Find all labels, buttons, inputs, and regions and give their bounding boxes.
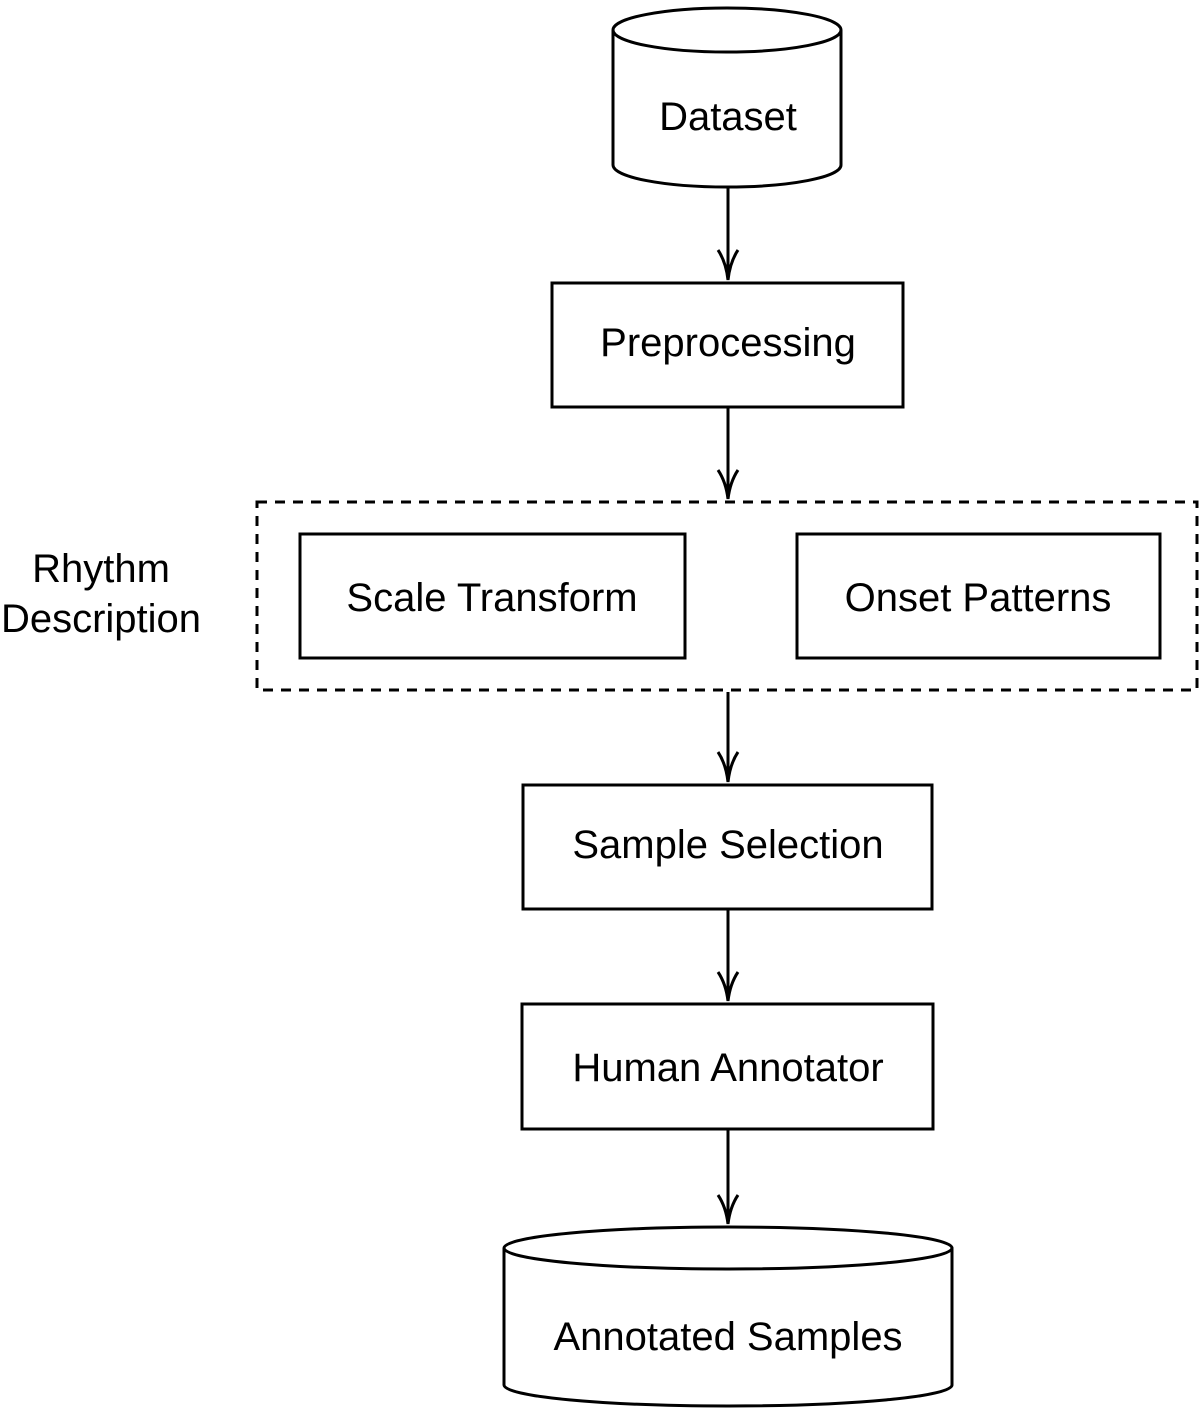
annotated-samples-label: Annotated Samples xyxy=(553,1315,902,1359)
dataset-label: Dataset xyxy=(659,95,797,139)
human-annotator-label: Human Annotator xyxy=(572,1046,883,1090)
sample-selection-node: Sample Selection xyxy=(521,783,934,911)
scale-transform-node: Scale Transform xyxy=(298,532,687,660)
rhythm-description-label-line2: Description xyxy=(1,597,201,641)
sample-selection-label: Sample Selection xyxy=(572,823,883,867)
preprocessing-label: Preprocessing xyxy=(600,321,856,365)
arrow-preprocessing-to-rhythm-description xyxy=(716,408,740,500)
arrow-rhythm-description-to-sample-selection xyxy=(716,692,740,783)
arrow-dataset-to-preprocessing xyxy=(716,188,740,281)
annotated-samples-node: Annotated Samples xyxy=(502,1225,954,1408)
onset-patterns-label: Onset Patterns xyxy=(845,576,1112,620)
preprocessing-node: Preprocessing xyxy=(550,281,905,409)
rhythm-description-group: Rhythm Description Scale Transform Onset… xyxy=(1,500,1199,692)
dataset-node: Dataset xyxy=(611,6,843,189)
human-annotator-node: Human Annotator xyxy=(520,1002,935,1131)
scale-transform-label: Scale Transform xyxy=(346,576,637,620)
arrow-sample-selection-to-human-annotator xyxy=(716,910,740,1002)
rhythm-description-label-line1: Rhythm xyxy=(32,547,170,591)
arrow-human-annotator-to-annotated-samples xyxy=(716,1130,740,1225)
onset-patterns-node: Onset Patterns xyxy=(795,532,1162,660)
